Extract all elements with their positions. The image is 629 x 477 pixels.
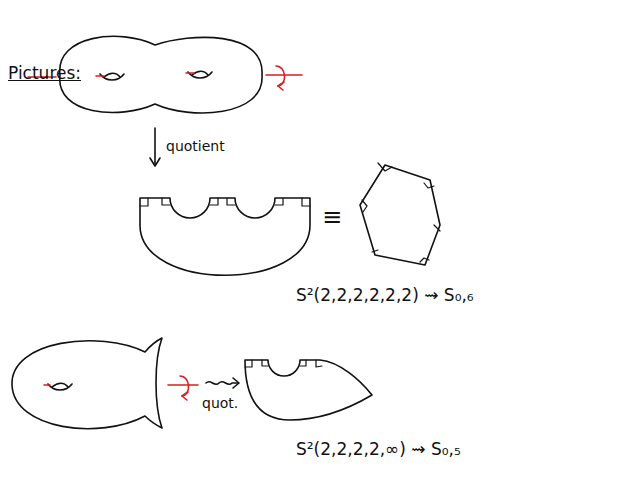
- orbifold-caption: S²(2,2,2,2,∞) ⇝ S₀,₅: [296, 440, 461, 459]
- equivalence-symbol: ≡: [322, 204, 342, 230]
- section-heading: Pictures:: [8, 64, 81, 83]
- orbifold-caption: S²(2,2,2,2,2,2) ⇝ S₀,₆: [296, 286, 474, 305]
- arrow-label: quotient: [166, 139, 225, 154]
- arrow-label: quot.: [202, 396, 238, 411]
